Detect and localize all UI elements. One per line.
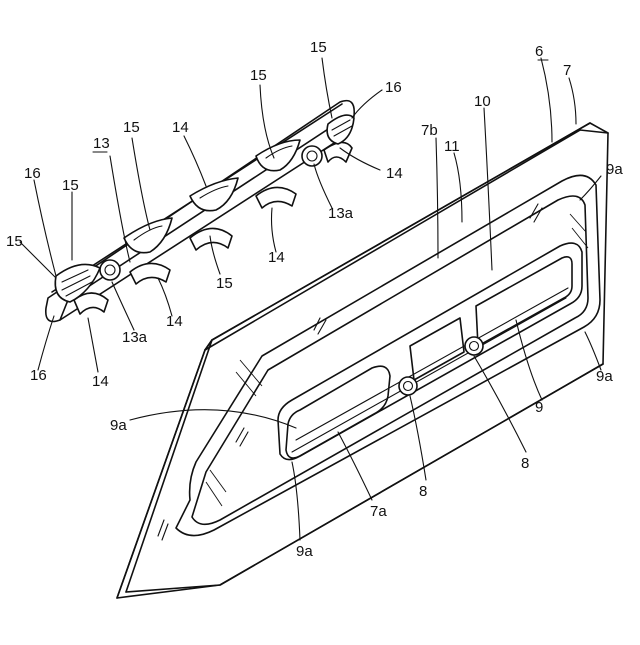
label-14-center: 14 xyxy=(268,249,285,266)
label-15-top: 15 xyxy=(310,39,327,56)
label-8-left: 8 xyxy=(419,483,427,500)
label-13a-right: 13a xyxy=(328,205,354,222)
label-15-left: 15 xyxy=(6,233,23,250)
label-8-right: 8 xyxy=(521,455,529,472)
label-9a-left: 9a xyxy=(110,417,127,434)
label-14-left: 14 xyxy=(92,373,109,390)
label-9a-right-bottom: 9a xyxy=(596,368,613,385)
label-15-mid: 15 xyxy=(123,119,140,136)
label-16-top: 16 xyxy=(385,79,402,96)
label-13a-left: 13a xyxy=(122,329,148,346)
label-10: 10 xyxy=(474,93,491,110)
label-16-left-top: 16 xyxy=(24,165,41,182)
label-13: 13 xyxy=(93,135,110,152)
label-15-mid-top: 15 xyxy=(250,67,267,84)
label-15-center: 15 xyxy=(216,275,233,292)
label-15-left-top: 15 xyxy=(62,177,79,194)
label-14-lower: 14 xyxy=(166,313,183,330)
label-7a: 7a xyxy=(370,503,387,520)
label-14-right: 14 xyxy=(386,165,403,182)
label-6: 6 xyxy=(535,43,543,60)
label-7b: 7b xyxy=(421,122,438,139)
label-9a-bottom: 9a xyxy=(296,543,313,560)
label-11: 11 xyxy=(444,138,460,155)
label-9: 9 xyxy=(535,399,543,416)
label-9a-right-top: 9a xyxy=(606,161,623,178)
label-16-left-bottom: 16 xyxy=(30,367,47,384)
panel-body xyxy=(117,123,608,598)
label-7: 7 xyxy=(563,62,571,79)
label-14-upper: 14 xyxy=(172,119,189,136)
